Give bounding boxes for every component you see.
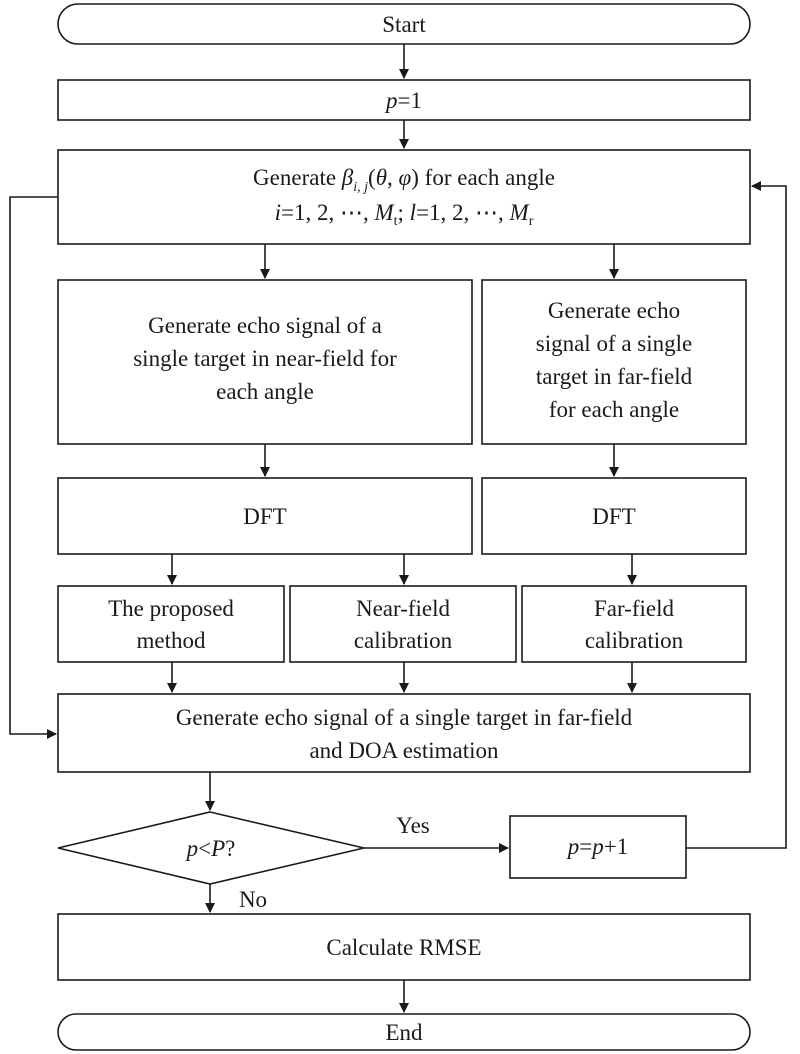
rmse-label: Calculate RMSE (326, 935, 481, 960)
proposed-method-box: The proposed method (57, 585, 285, 663)
far-field-echo-box: Generate echo signal of a single target … (481, 279, 747, 445)
doa-estimation-box: Generate echo signal of a single target … (57, 693, 751, 773)
doa-line2: and DOA estimation (309, 738, 499, 763)
far-cal-line1: Far-field (594, 596, 675, 621)
dft-left-box: DFT (57, 477, 473, 555)
proposed-line1: The proposed (108, 596, 234, 621)
far-echo-line1: Generate echo (548, 298, 680, 323)
yes-label: Yes (396, 813, 430, 838)
increment-box: p=p+1 (509, 815, 687, 879)
end-terminator: End (57, 1013, 751, 1051)
decision-label: p<P? (185, 836, 236, 861)
near-field-calibration-box: Near-field calibration (289, 585, 517, 663)
arrow-loop-back (686, 181, 787, 849)
arrow-bypass-to-doa (9, 196, 58, 739)
dft-right-label: DFT (592, 504, 635, 529)
start-terminator: Start (57, 3, 751, 45)
generate-beta-line1: Generate βi, j(θ, φ) for each angle (253, 165, 555, 195)
far-echo-line4: for each angle (549, 397, 679, 422)
far-field-calibration-box: Far-field calibration (521, 585, 747, 663)
increment-label: p=p+1 (566, 834, 628, 859)
calculate-rmse-box: Calculate RMSE (57, 913, 751, 981)
decision-diamond: p<P? (57, 811, 365, 885)
near-echo-line3: each angle (216, 379, 314, 404)
proposed-line2: method (137, 628, 206, 653)
init-label: p=1 (384, 88, 422, 113)
near-cal-line2: calibration (354, 628, 453, 653)
generate-beta-box: Generate βi, j(θ, φ) for each angle i=1,… (57, 149, 751, 245)
near-echo-line2: single target in near-field for (133, 346, 397, 371)
start-label: Start (382, 12, 426, 37)
dft-right-box: DFT (481, 477, 747, 555)
near-cal-line1: Near-field (356, 596, 451, 621)
far-cal-line2: calibration (585, 628, 684, 653)
far-echo-line2: signal of a single (536, 331, 693, 356)
dft-left-label: DFT (243, 504, 286, 529)
near-field-echo-box: Generate echo signal of a single target … (57, 279, 473, 445)
far-echo-line3: target in far-field (536, 364, 693, 389)
near-echo-line1: Generate echo signal of a (148, 313, 382, 338)
end-label: End (385, 1020, 423, 1045)
no-label: No (239, 887, 267, 912)
doa-line1: Generate echo signal of a single target … (176, 705, 633, 730)
init-box: p=1 (57, 79, 751, 121)
generate-beta-line2: i=1, 2, ⋯, Mt; l=1, 2, ⋯, Mr (275, 200, 534, 229)
